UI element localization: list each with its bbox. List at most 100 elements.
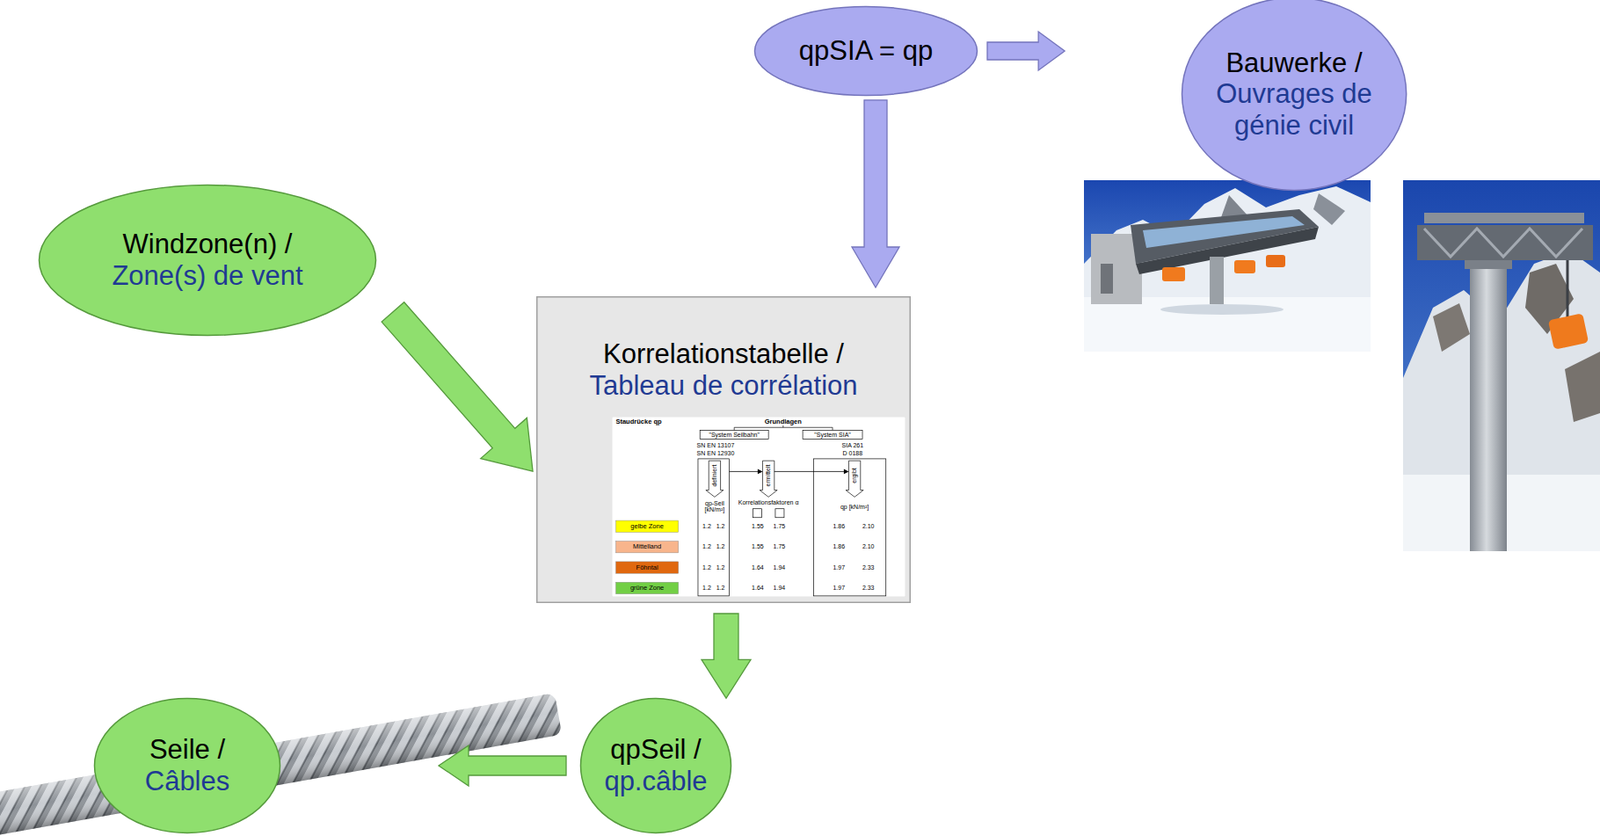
pylon-photo	[1403, 180, 1600, 552]
table-label: 1.2	[716, 584, 726, 592]
table-label: 2.33	[862, 564, 875, 572]
table-paper	[611, 416, 906, 597]
node-label: Windzone(n) /Zone(s) de vent	[111, 228, 303, 291]
table-label: SIA 261	[842, 443, 865, 451]
node-text: Ouvrages de génie civil	[1206, 78, 1382, 141]
down-arrow	[759, 460, 778, 497]
factor-box	[775, 509, 785, 518]
pylon-rail	[1424, 212, 1585, 224]
ellipse-shape	[1181, 0, 1406, 190]
node-text: Zone(s) de vent	[111, 260, 303, 292]
down-arrow	[705, 460, 724, 497]
node-text: Windzone(n) /	[111, 228, 303, 261]
formula-ellipse: qpSIA = qp	[753, 5, 979, 97]
input-ellipse: Windzone(n) /Zone(s) de vent	[37, 183, 378, 337]
table-label: 1.2	[702, 564, 712, 572]
table-label: 1.97	[832, 564, 845, 572]
table-label: 1.2	[702, 543, 712, 551]
node-text: qpSIA = qp	[799, 35, 934, 67]
zone-swatch	[615, 581, 678, 594]
block-arrow	[851, 100, 900, 288]
table-label: 2.10	[862, 543, 875, 551]
rock	[1432, 303, 1470, 352]
table-label: SN EN 12930	[697, 450, 735, 458]
table-label: D 0188	[843, 450, 864, 458]
side-arrow-line	[729, 471, 845, 473]
table-label: grüne Zone	[630, 584, 664, 592]
table-label: 1.2	[702, 523, 712, 531]
zone-swatch	[615, 520, 678, 532]
table-label: 1.55	[751, 543, 764, 551]
node-label: qpSIA = qp	[799, 35, 934, 67]
table-label: 1.2	[716, 543, 726, 551]
table-label: 1.64	[751, 584, 764, 592]
table-label: Föhntal	[636, 563, 659, 571]
table-label: 1.86	[832, 543, 845, 551]
system-box	[802, 430, 863, 440]
station-photo	[1083, 180, 1371, 352]
side-arrow-head	[757, 469, 764, 475]
node-text: qp.câble	[603, 765, 707, 798]
zone-swatch	[615, 561, 678, 574]
tree-lines	[734, 425, 833, 431]
block-arrow	[987, 31, 1065, 71]
node-label: qpSeil /qp.câble	[603, 734, 707, 797]
table-label: qp-Seil [kN/m²]	[700, 500, 729, 514]
system-box	[699, 430, 769, 440]
table-label: 1.94	[773, 564, 786, 572]
table-label: ermittelt	[764, 464, 772, 487]
chair	[1548, 312, 1589, 350]
table-label: Mittelland	[632, 543, 662, 551]
table-label: 1.64	[751, 564, 764, 572]
rock	[1564, 351, 1600, 422]
zone-swatch	[615, 540, 678, 553]
table-label: 1.55	[751, 523, 764, 531]
chair-hanger	[1566, 260, 1570, 319]
column-frame	[813, 458, 886, 597]
table-label: 1.97	[832, 584, 845, 592]
sky	[1403, 180, 1600, 552]
factor-box	[752, 509, 762, 518]
table-label: "System Seilbahn"	[708, 431, 760, 439]
rock	[1313, 193, 1346, 226]
sky	[1083, 180, 1371, 352]
table-label: gelbe Zone	[630, 523, 664, 531]
node-text: Bauwerke /	[1206, 47, 1382, 80]
crossarm-lattice	[1424, 228, 1583, 257]
node-label: Seile /Câbles	[145, 734, 231, 797]
door	[1100, 263, 1113, 294]
table-label: Korrelationsfaktoren α	[738, 499, 800, 507]
table-label: ergibt	[850, 467, 859, 484]
side-arrow-head	[843, 469, 850, 475]
node-label: Bauwerke /Ouvrages de génie civil	[1206, 47, 1382, 142]
table-label: Staudrücke qp	[615, 417, 662, 425]
table-label: "System SIA"	[814, 431, 851, 439]
node-text: qpSeil /	[603, 734, 707, 766]
down-arrow	[845, 460, 864, 497]
ellipse-shape	[755, 7, 978, 96]
table-label: 1.86	[832, 523, 845, 531]
box-shape	[537, 297, 911, 604]
table-label: qp [kN/m²]	[838, 503, 871, 511]
table-label: 1.2	[702, 584, 712, 592]
node-text: Korrelationstabelle /	[589, 338, 858, 371]
chair	[1234, 260, 1256, 274]
result-ellipse: qpSeil /qp.câble	[579, 697, 733, 835]
pylon-head	[1464, 260, 1513, 270]
node-label: Korrelationstabelle /Tableau de corrélat…	[589, 338, 858, 401]
node-text: Câbles	[145, 765, 231, 798]
table-label: 1.75	[773, 523, 786, 531]
block-arrow	[381, 302, 533, 472]
snowy-mountain	[1403, 250, 1600, 552]
chair	[1162, 267, 1186, 282]
station-pillar	[1209, 256, 1224, 305]
pylon-crossarm	[1417, 225, 1593, 261]
shadow	[1160, 304, 1284, 315]
station-underside	[1135, 226, 1319, 275]
table-label: 1.2	[716, 523, 726, 531]
snow-ground	[1083, 297, 1371, 352]
target-ellipse: Bauwerke /Ouvrages de génie civil	[1180, 0, 1408, 192]
table-label: 2.10	[862, 523, 875, 531]
ellipse-shape	[94, 698, 281, 834]
table-label: SN EN 13107	[697, 443, 735, 451]
